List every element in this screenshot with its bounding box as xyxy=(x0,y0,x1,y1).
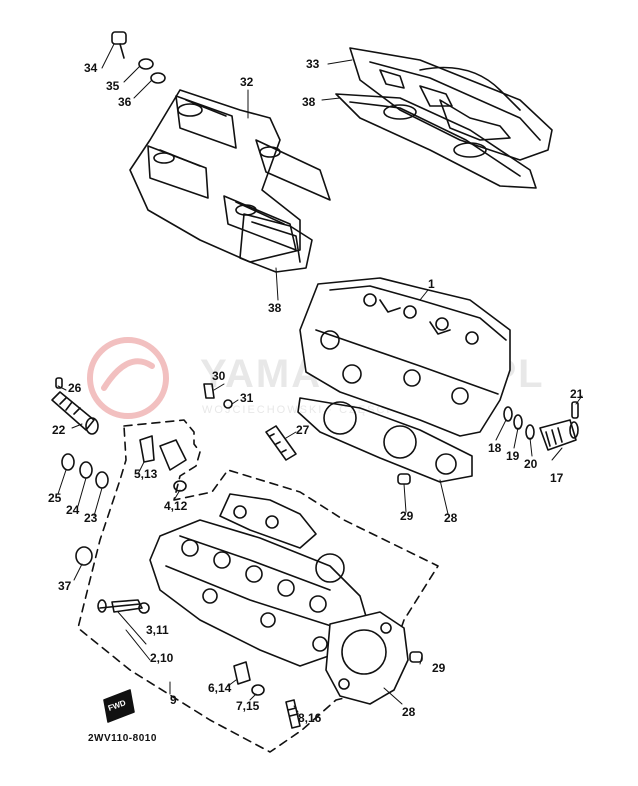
callout-24: 24 xyxy=(66,503,80,517)
part-4-12 xyxy=(173,480,187,492)
callout-1: 1 xyxy=(428,277,435,291)
washer-36 xyxy=(150,72,166,84)
callout-3-11: 3,11 xyxy=(146,623,169,637)
callout-26: 26 xyxy=(68,381,82,395)
callout-30: 30 xyxy=(212,369,226,383)
callout-19: 19 xyxy=(506,449,520,463)
union-22 xyxy=(51,391,99,435)
fwd-arrow-icon xyxy=(103,689,135,723)
callout-18: 18 xyxy=(488,441,502,455)
head-cover-gasket-front xyxy=(239,213,313,273)
spark-plug-27 xyxy=(265,425,297,461)
o-ring-24 xyxy=(79,461,93,479)
valve-2-10 xyxy=(97,599,143,613)
cylinder-head-rear xyxy=(299,277,511,437)
callout-2-10: 2,10 xyxy=(150,651,174,665)
callout-33: 33 xyxy=(306,57,320,71)
part-30 xyxy=(203,383,215,399)
head-cover-gasket-rear xyxy=(335,93,537,189)
part-3-11 xyxy=(138,602,150,614)
callout-22: 22 xyxy=(52,423,66,437)
callout-27: 27 xyxy=(296,423,310,437)
leader-lines xyxy=(57,43,583,713)
callout-38-rear: 38 xyxy=(302,95,316,109)
head-cover-rear xyxy=(349,47,553,161)
callout-31: 31 xyxy=(240,391,254,405)
o-ring-20 xyxy=(525,424,535,440)
callout-23: 23 xyxy=(84,511,98,525)
stud-8-16 xyxy=(285,699,301,729)
callout-38-front: 38 xyxy=(268,301,282,315)
o-ring-23 xyxy=(95,471,109,489)
part-5-13 xyxy=(139,435,187,471)
callout-29-rear: 29 xyxy=(400,509,414,523)
fitting-17 xyxy=(539,419,579,451)
callout-37: 37 xyxy=(58,579,72,593)
assembly-boundary-9 xyxy=(77,419,439,753)
callout-9: 9 xyxy=(170,693,177,707)
head-gasket-front xyxy=(325,611,409,705)
callout-34: 34 xyxy=(84,61,98,75)
plug-21 xyxy=(571,401,579,419)
head-gasket-rear xyxy=(297,397,473,483)
callout-17: 17 xyxy=(550,471,564,485)
callout-8-16: 8,16 xyxy=(298,711,322,725)
callout-35: 35 xyxy=(106,79,120,93)
cylinder-head-front xyxy=(149,493,371,667)
callout-5-13: 5,13 xyxy=(134,467,158,481)
callout-32: 32 xyxy=(240,75,254,89)
callout-29-front: 29 xyxy=(432,661,446,675)
callout-36: 36 xyxy=(118,95,132,109)
o-ring-19 xyxy=(513,414,523,430)
callout-4-12: 4,12 xyxy=(164,499,188,513)
dowel-pin-29b xyxy=(409,651,423,663)
callout-28-rear: 28 xyxy=(444,511,458,525)
callout-6-14: 6,14 xyxy=(208,681,232,695)
dowel-pin-29a xyxy=(397,473,411,485)
cap-37 xyxy=(75,546,93,566)
head-cover-front xyxy=(129,89,331,263)
grommet-35 xyxy=(138,58,154,70)
o-ring-25 xyxy=(61,453,75,471)
washer-7-15 xyxy=(251,684,265,696)
plug-26 xyxy=(55,377,63,389)
callout-7-15: 7,15 xyxy=(236,699,260,713)
washer-31 xyxy=(223,399,233,409)
callout-20: 20 xyxy=(524,457,538,471)
callout-25: 25 xyxy=(48,491,62,505)
watermark-logo xyxy=(87,337,169,419)
part-6-14 xyxy=(233,661,251,685)
drawing-code: 2WV110-8010 xyxy=(88,733,157,744)
callout-28-front: 28 xyxy=(402,705,416,719)
callout-21: 21 xyxy=(570,387,584,401)
o-ring-18 xyxy=(503,406,513,422)
bolt-34 xyxy=(111,31,127,59)
